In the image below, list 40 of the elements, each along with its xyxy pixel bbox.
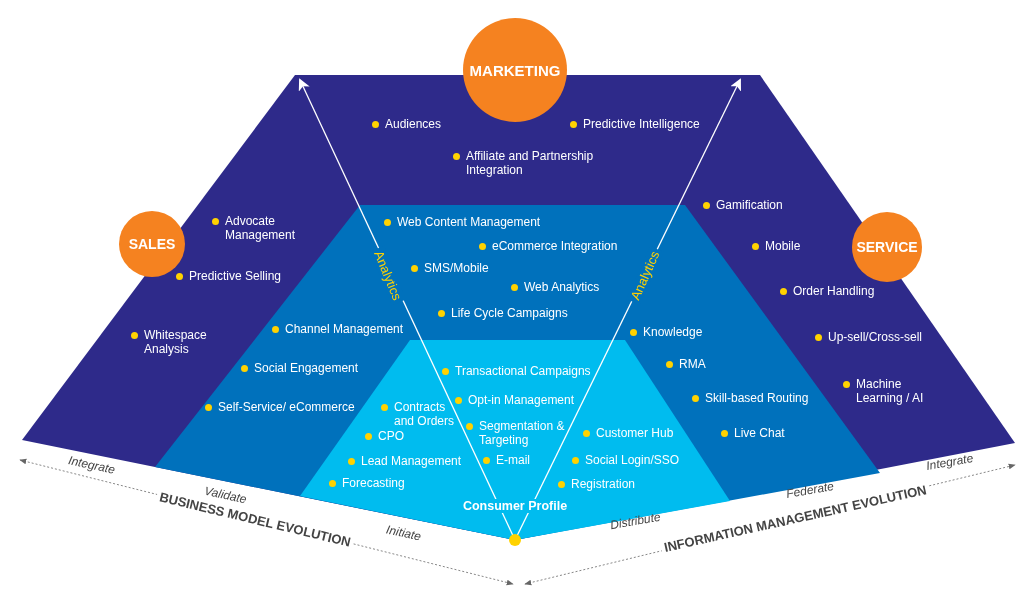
bullet-item: Web Content Management (384, 215, 541, 229)
bullet-item: Up-sell/Cross-sell (815, 330, 922, 344)
bullet-item: Gamification (703, 198, 783, 212)
bullet-item: Skill-based Routing (692, 391, 809, 405)
step-label: Integrate (924, 450, 976, 474)
bullet-item: Contracts and Orders (381, 400, 456, 428)
bullet-item: Advocate Management (212, 214, 325, 242)
step-label: Federate (784, 478, 836, 502)
bullet-item: Web Analytics (511, 280, 600, 294)
category-circle: SALES (119, 211, 185, 277)
bullet-item: Opt-in Management (455, 393, 575, 407)
bullet-item: Whitespace Analysis (131, 328, 234, 356)
bullet-item: Affiliate and Partnership Integration (453, 149, 616, 177)
bullet-item: Machine Learning / AI (843, 377, 946, 405)
bullet-item: RMA (666, 357, 706, 371)
bullet-item: Live Chat (721, 426, 785, 440)
bullet-item: Predictive Intelligence (570, 117, 700, 131)
category-circle: SERVICE (852, 212, 922, 282)
bullet-item: Knowledge (630, 325, 703, 339)
bullet-item: Order Handling (780, 284, 875, 298)
bullet-item: Self-Service/ eCommerce (205, 400, 355, 414)
step-label: Initiate (384, 521, 424, 545)
bullet-item: Social Login/SSO (572, 453, 680, 467)
bullet-item: Segmentation & Targeting (466, 419, 579, 447)
bullet-item: SMS/Mobile (411, 261, 489, 275)
bullet-item: CPO (365, 429, 404, 443)
bullet-item: Customer Hub (583, 426, 674, 440)
bullet-item: Lead Management (348, 454, 462, 468)
bullet-item: Forecasting (329, 476, 405, 490)
category-circle: MARKETING (463, 18, 567, 122)
bullet-item: Registration (558, 477, 636, 491)
bullet-item: Audiences (372, 117, 442, 131)
bullet-item: eCommerce Integration (479, 239, 618, 253)
bullet-item: Mobile (752, 239, 801, 253)
bullet-item: Channel Management (272, 322, 404, 336)
step-label: Integrate (66, 452, 118, 478)
bullet-item: Social Engagement (241, 361, 359, 375)
bullet-item: Transactional Campaigns (442, 364, 591, 378)
bullet-item: Life Cycle Campaigns (438, 306, 568, 320)
bullet-item: E-mail (483, 453, 530, 467)
